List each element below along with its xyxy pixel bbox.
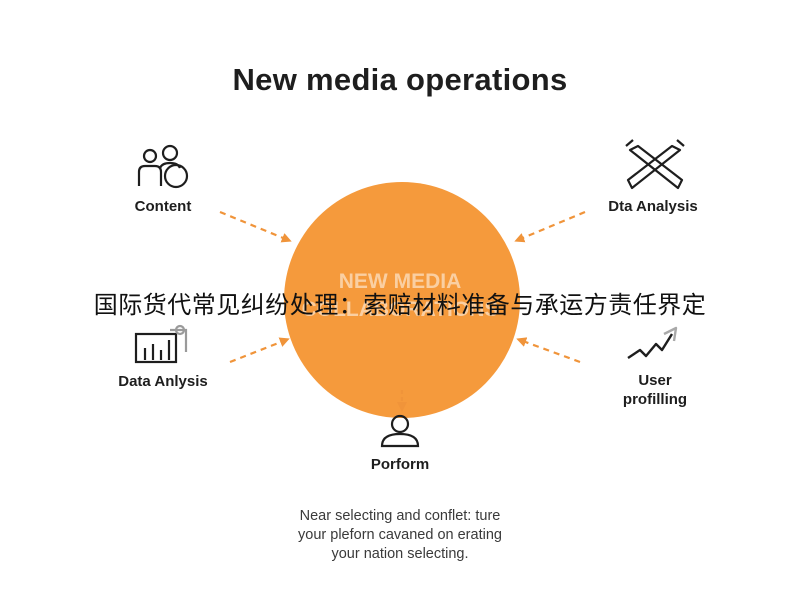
caption-line3: your nation selecting. — [331, 546, 469, 562]
node-user-profilling-line1: User — [638, 372, 672, 389]
trend-line-icon — [627, 326, 678, 359]
center-label-line2: COLLABORATIONS — [301, 298, 499, 321]
arrow-user-profilling — [516, 337, 581, 364]
node-user-profilling-line2: profilling — [622, 391, 688, 408]
arrow-dta-analysis — [514, 210, 586, 243]
people-icon — [137, 144, 189, 189]
caption-line2: your pleforn cavaned on erating — [298, 527, 502, 543]
node-user-profilling-label: User profilling — [600, 371, 710, 409]
user-icon — [380, 414, 420, 448]
node-content-label: Content — [134, 198, 192, 215]
crossed-tools-icon — [625, 139, 685, 190]
node-data-anlysis-label: Data Anlysis — [118, 373, 208, 390]
center-label: NEW MEDIA COLLABORATIONS — [300, 268, 500, 324]
arrow-content — [219, 210, 292, 243]
page-title: New media operations — [232, 62, 568, 97]
center-circle — [284, 182, 520, 418]
caption-line1: Near selecting and conflet: ture — [299, 508, 501, 524]
center-label-line1: NEW MEDIA — [338, 270, 462, 293]
overlay-headline: 国际货代常见纠纷处理：索赔材料准备与承运方责任界定 — [93, 292, 707, 319]
node-dta-analysis-label: Dta Analysis — [608, 198, 698, 215]
bar-chart-icon — [134, 324, 188, 364]
arrow-data-anlysis — [229, 337, 290, 364]
node-porform-label: Porform — [370, 456, 430, 473]
caption-text: Near selecting and conflet: ture your pl… — [0, 507, 800, 564]
